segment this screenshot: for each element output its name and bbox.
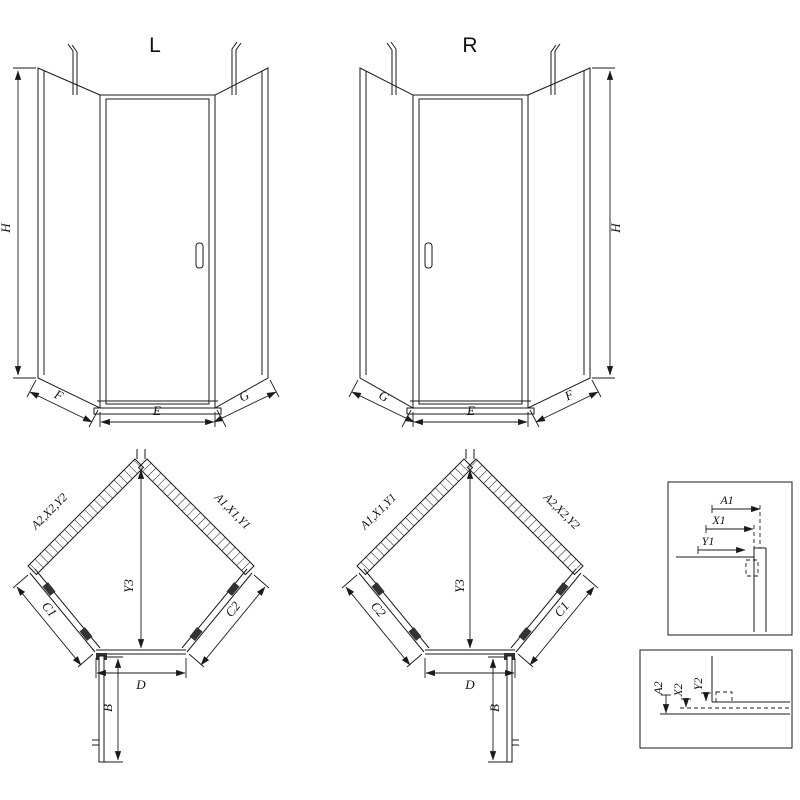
detail-label-a1: A1 (719, 493, 733, 507)
dim-label-y3-left: Y3 (121, 579, 136, 593)
plan-left-geometry (12, 449, 270, 763)
detail-bottom-border (639, 649, 793, 749)
door-glass (105, 98, 210, 405)
dim-label-g-left: G (237, 387, 253, 405)
detail-top-border (667, 481, 793, 636)
dim-label-g-right: G (376, 387, 392, 405)
dim-ext-line (188, 653, 205, 668)
open-door-leaf (98, 655, 105, 763)
dim-label-c1-left: C1 (39, 599, 60, 620)
detail-label-x2: X2 (671, 683, 685, 697)
front-left-geometry (13, 41, 280, 428)
wall-label-left: A1,X1,Y1 (356, 490, 399, 533)
side-panel-left (37, 67, 101, 409)
detail-box-top: A1 X1 Y1 (667, 481, 793, 636)
dim-label-e-right: E (466, 403, 475, 418)
dim-line-side-left (29, 391, 93, 423)
dim-line-side-right (200, 586, 266, 666)
detail-label-x1: X1 (711, 513, 725, 527)
detail-label-a2: A2 (651, 681, 665, 695)
hatched-wall-right (137, 458, 255, 576)
dim-ext-line (88, 409, 99, 428)
door-frame (99, 94, 216, 409)
hinge-block (79, 627, 93, 641)
dim-ext-line (269, 379, 280, 398)
dim-label-e-left: E (152, 403, 161, 418)
wall-bracket-right (231, 41, 238, 95)
dim-ext-line (26, 379, 37, 398)
wall-label-right: A2,X2,Y2 (540, 489, 583, 532)
dim-ext-line (77, 653, 94, 668)
side-panel-right (214, 67, 269, 409)
hinge-block (226, 582, 240, 596)
detail-box-bottom: A2 X2 Y2 (639, 649, 793, 749)
glass-side-right-inner (186, 572, 253, 653)
dim-label-b-right: B (487, 704, 502, 712)
dim-label-y3-right: Y3 (452, 579, 467, 593)
front-left-title: L (149, 34, 161, 57)
wall-bracket-left (67, 43, 74, 95)
dim-label-b-left: B (100, 704, 115, 712)
front-right-geometry (349, 42, 615, 427)
dim-label-d-left: D (135, 677, 146, 692)
dim-label-height-left: H (0, 223, 13, 234)
glass-side-left-inner (29, 572, 96, 653)
wall-bracket-left-inner (71, 44, 78, 95)
front-right-title: R (462, 34, 477, 57)
dim-label-c1-right: C1 (551, 599, 572, 620)
door-handle (195, 242, 204, 269)
adjustment-dashed-box (745, 559, 759, 577)
dim-label-f-right: F (561, 386, 577, 404)
dim-line-side-left (16, 586, 82, 666)
hinge-block (189, 627, 203, 641)
dim-ext-line (12, 574, 29, 589)
detail-label-y1: Y1 (702, 534, 715, 548)
wall-label-right: A1,X1,Y1 (211, 489, 254, 532)
detail-label-y2: Y2 (691, 678, 705, 691)
wall-bracket-right-inner (235, 42, 242, 95)
wall-label-left: A2,X2,Y2 (27, 490, 70, 533)
adjustment-dashed-box (715, 691, 733, 703)
dim-ext-line (253, 574, 270, 589)
dim-label-f-left: F (51, 386, 67, 404)
hinge-block (42, 582, 56, 596)
dim-label-height-right: H (608, 223, 623, 234)
dim-line-side-right (213, 391, 277, 423)
dim-label-d-right: D (464, 677, 475, 692)
